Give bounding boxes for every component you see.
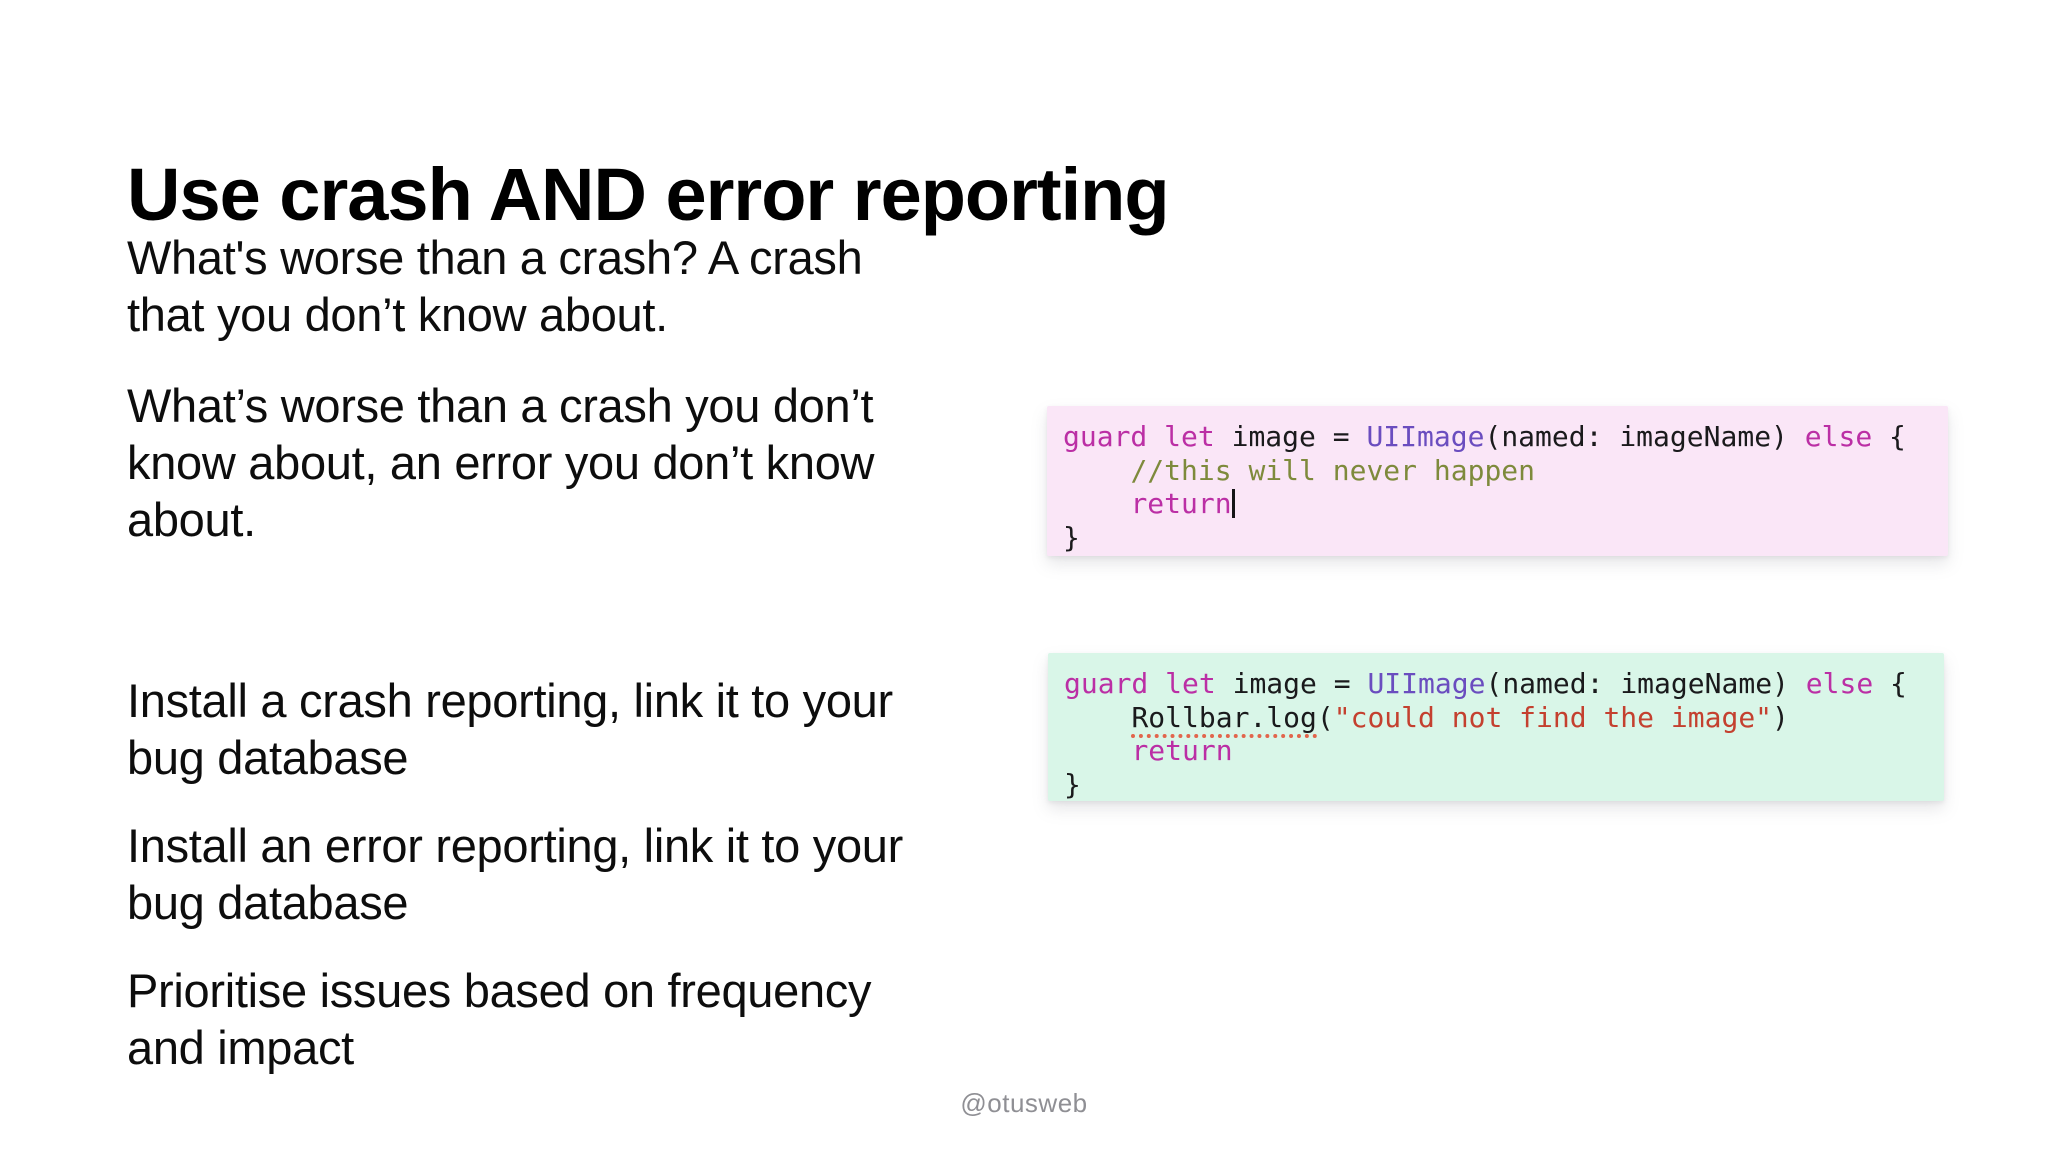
body-paragraph-error-quote: What’s worse than a crash you don’t know… <box>127 377 874 548</box>
body-paragraph-install-crash: Install a crash reporting, link it to yo… <box>127 672 893 786</box>
code-token-kw: else <box>1804 420 1873 453</box>
code-snippet-guard-rollbar-logging: guard let image = UIImage(named: imageNa… <box>1048 653 1944 801</box>
body-line: bug database <box>127 731 409 784</box>
code-line: guard let image = UIImage(named: imageNa… <box>1064 667 1928 701</box>
code-token-plain <box>1063 454 1130 487</box>
code-token-plain: } <box>1063 520 1080 554</box>
body-paragraph-install-error: Install an error reporting, link it to y… <box>127 817 903 931</box>
code-line: } <box>1064 768 1928 802</box>
body-line: What’s worse than a crash you don’t <box>127 379 874 432</box>
code-token-comment: //this will never happen <box>1130 453 1536 487</box>
code-line: Rollbar.log("could not find the image") <box>1064 700 1928 738</box>
page-title: Use crash AND error reporting <box>127 152 1170 236</box>
code-token-plain: { <box>1873 667 1907 700</box>
code-token-plain <box>1148 667 1165 700</box>
code-line: return <box>1064 734 1928 768</box>
body-line: about. <box>127 493 256 546</box>
code-token-plain: ) <box>1772 700 1789 734</box>
code-token-kw: let <box>1164 420 1215 453</box>
code-token-kw: guard <box>1064 667 1149 700</box>
code-token-underline: Rollbar.log <box>1131 700 1317 738</box>
body-line: What's worse than a crash? A crash <box>127 231 863 284</box>
code-token-type: UIImage <box>1367 667 1486 700</box>
code-line: } <box>1063 521 1932 555</box>
code-snippet-guard-no-logging: guard let image = UIImage(named: imageNa… <box>1047 406 1948 556</box>
body-paragraph-prioritise: Prioritise issues based on frequency and… <box>127 962 872 1076</box>
code-token-plain: (named: imageName) <box>1484 420 1805 453</box>
code-token-kw: return <box>1131 734 1233 767</box>
body-line: and impact <box>127 1021 354 1074</box>
code-token-plain <box>1064 734 1131 767</box>
code-token-plain: image = <box>1215 667 1368 700</box>
body-line: that you don’t know about. <box>127 288 668 341</box>
code-line: guard let image = UIImage(named: imageNa… <box>1063 420 1932 454</box>
code-token-plain <box>1064 701 1131 734</box>
code-token-plain: { <box>1872 420 1906 453</box>
code-token-kw: else <box>1805 667 1874 700</box>
code-token-str: "could not find the image" <box>1333 700 1773 734</box>
code-token-type: UIImage <box>1366 420 1485 453</box>
code-line: //this will never happen <box>1063 454 1932 488</box>
body-paragraph-crash-quote: What's worse than a crash? A crash that … <box>127 229 863 343</box>
body-line: bug database <box>127 876 409 929</box>
code-token-kw: guard <box>1063 420 1148 453</box>
body-line: Install an error reporting, link it to y… <box>127 819 904 872</box>
code-token-kw: return <box>1130 487 1232 520</box>
code-token-kw: let <box>1165 667 1216 700</box>
footer-handle: @otusweb <box>960 1088 1088 1118</box>
code-token-plain <box>1063 487 1130 520</box>
code-token-plain <box>1147 420 1164 453</box>
code-token-plain: (named: imageName) <box>1485 667 1806 700</box>
code-line: return <box>1063 487 1932 521</box>
code-token-plain: } <box>1064 767 1081 801</box>
code-token-plain: image = <box>1214 420 1367 453</box>
text-cursor-caret <box>1231 489 1235 518</box>
body-line: Prioritise issues based on frequency <box>127 964 872 1017</box>
body-line: Install a crash reporting, link it to yo… <box>127 674 893 727</box>
code-token-plain: ( <box>1316 700 1334 734</box>
body-line: know about, an error you don’t know <box>127 436 875 489</box>
